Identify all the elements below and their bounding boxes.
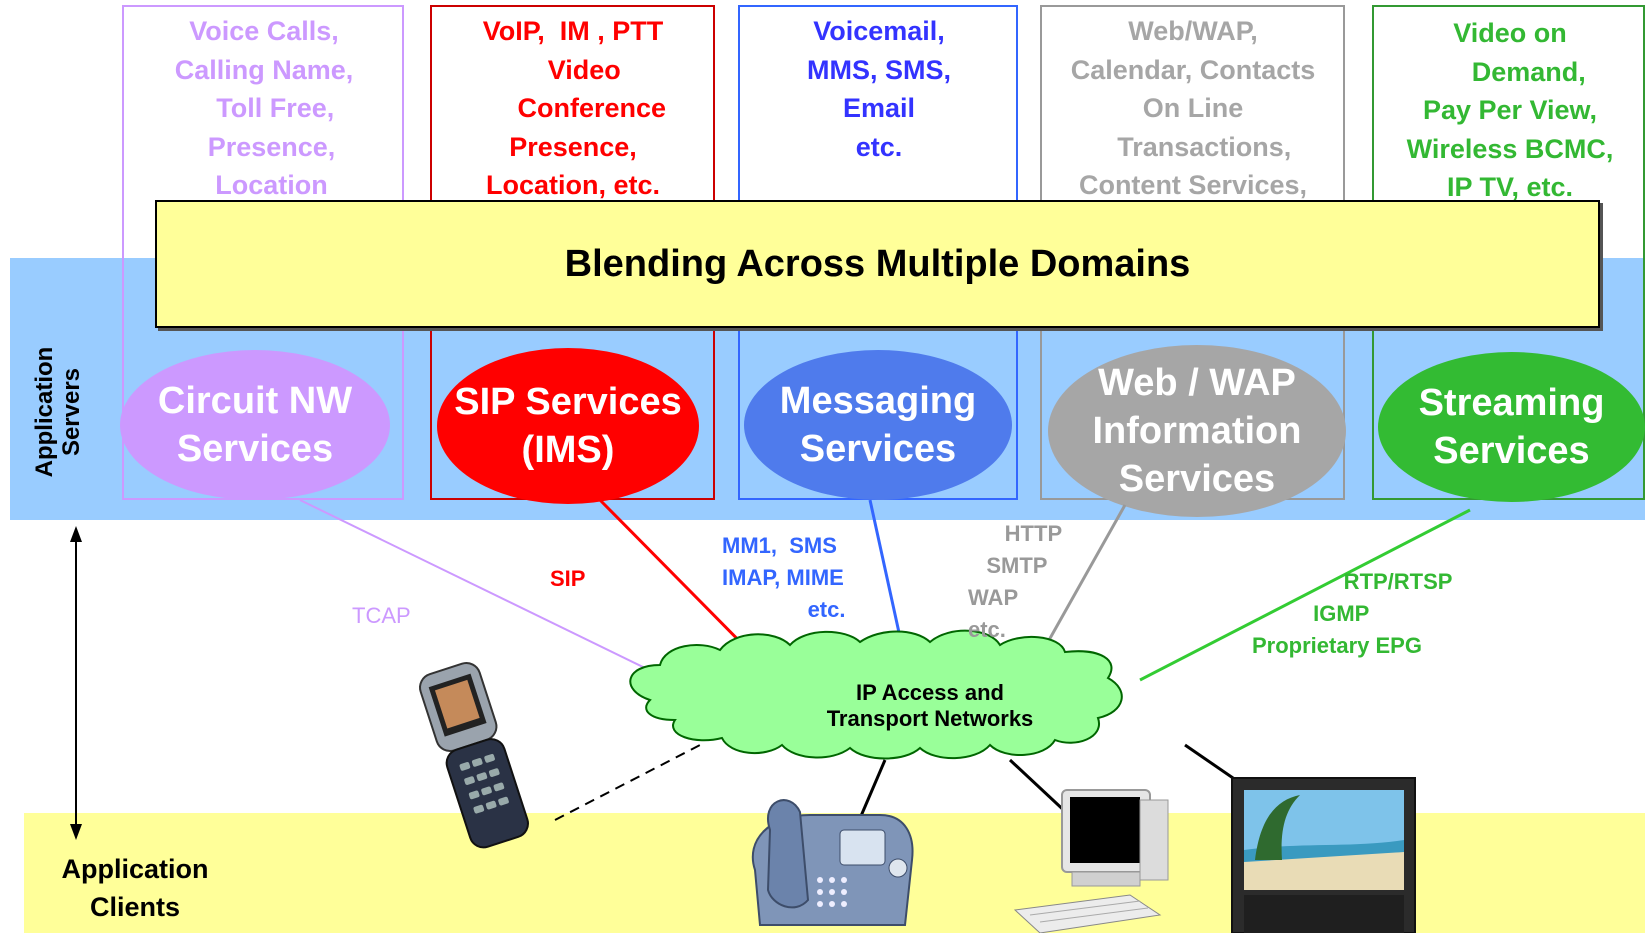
messaging-services-list: Voicemail, MMS, SMS, Email etc. <box>806 16 951 162</box>
web-protocols-label: HTTP SMTP WAP etc. <box>968 521 1063 642</box>
web-services-list: Web/WAP, Calendar, Contacts On Line Tran… <box>1070 16 1316 200</box>
circuit-services-list: Voice Calls, Calling Name, Toll Free, Pr… <box>174 16 354 200</box>
streaming-link <box>1139 508 1471 682</box>
sip-services-list: VoIP, IM , PTT Video Conference Presence… <box>482 16 667 200</box>
vertical-double-arrow <box>70 526 82 840</box>
web-link <box>1033 504 1127 666</box>
desktop-computer-icon <box>1013 789 1169 933</box>
ip-network-cloud <box>629 629 1123 760</box>
streaming-services-node: Streaming Services <box>1378 352 1645 502</box>
sip-services-node: SIP Services (IMS) <box>437 348 699 504</box>
sip-label: SIP <box>550 566 586 591</box>
flat-screen-tv-icon <box>1231 777 1416 933</box>
tcap-link <box>299 499 681 686</box>
streaming-protocols-label: RTP/RTSP IGMP Proprietary EPG <box>1252 569 1453 658</box>
blending-banner: Blending Across Multiple Domains <box>155 200 1600 328</box>
streaming-services-list: Video on Demand, Pay Per View, Wireless … <box>1406 18 1614 202</box>
desk-phone-icon <box>751 799 914 926</box>
web-wap-services-node: Web / WAP Information Services <box>1048 345 1346 517</box>
phone-dashed-link <box>554 744 701 821</box>
messaging-services-node: Messaging Services <box>744 350 1012 500</box>
tcap-label: TCAP <box>352 603 411 628</box>
circuit-nw-services-node: Circuit NW Services <box>120 350 390 500</box>
messaging-protocols-label: MM1, SMS IMAP, MIME etc. <box>722 533 846 622</box>
application-clients-label: Application Clients <box>61 854 209 922</box>
flip-phone-icon <box>419 662 529 849</box>
cloud-label: IP Access and Transport Networks <box>826 680 1034 731</box>
